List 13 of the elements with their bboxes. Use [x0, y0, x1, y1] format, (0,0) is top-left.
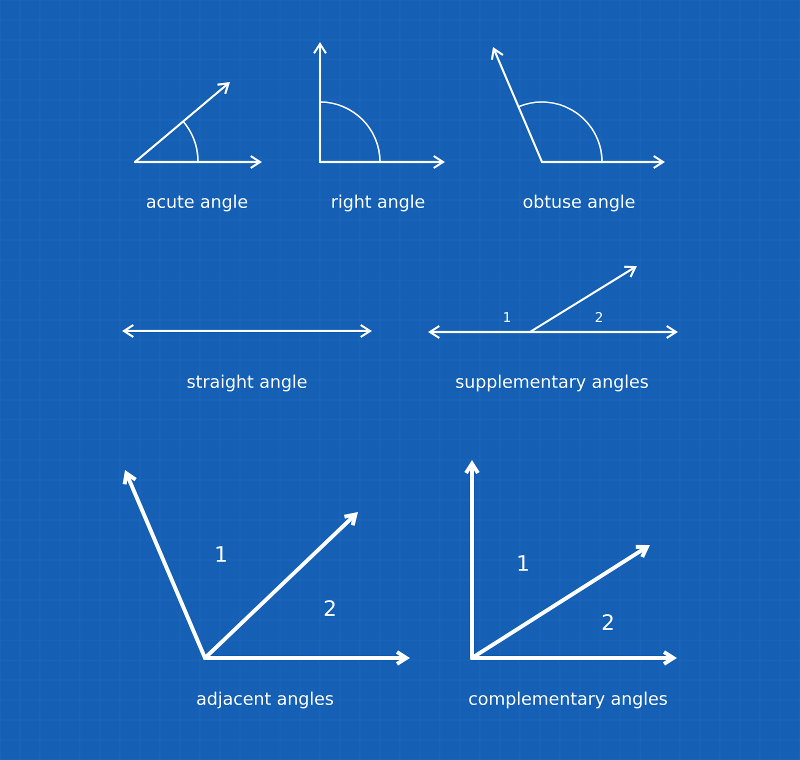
angle-name: obtuse angle — [524, 194, 634, 212]
angle-number: 1 — [518, 555, 528, 571]
angle-name: straight angle — [188, 374, 306, 392]
angle-number: 2 — [602, 614, 613, 630]
angle-name: adjacent angles — [197, 692, 333, 708]
angle-name: supplementary angles — [456, 374, 648, 392]
angle-number: 2 — [596, 312, 602, 322]
angle-number: 2 — [324, 600, 335, 616]
angle-name: complementary angles — [469, 692, 667, 708]
angle-number: 1 — [216, 546, 226, 562]
angle-name: right angle — [332, 194, 424, 212]
angle-number: 1 — [504, 312, 510, 322]
angle-name: acute angle — [146, 194, 248, 212]
